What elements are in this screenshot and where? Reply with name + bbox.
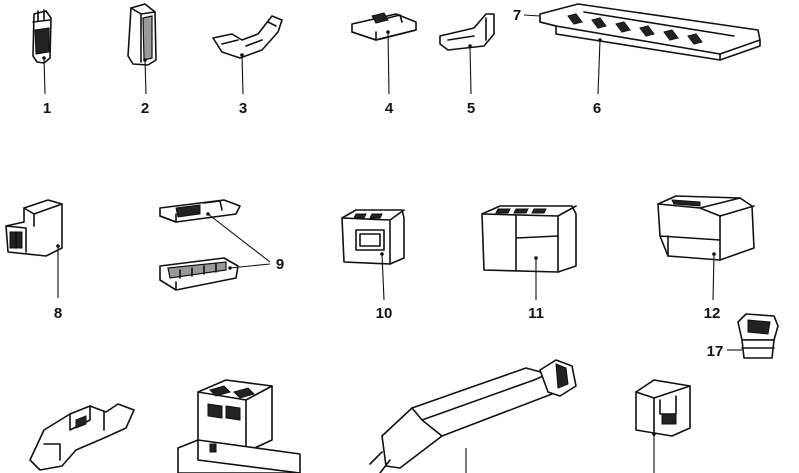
part-four-pin-socket[interactable] bbox=[177, 379, 301, 473]
callout-1: 1 bbox=[43, 100, 51, 117]
part-17-switch-socket[interactable] bbox=[727, 313, 779, 359]
part-1-cylinder-plug[interactable] bbox=[32, 9, 52, 95]
callout-7: 7 bbox=[513, 7, 521, 24]
callout-9: 9 bbox=[276, 256, 284, 273]
callout-2: 2 bbox=[141, 100, 149, 117]
part-6-multipin-strip[interactable] bbox=[523, 3, 761, 95]
part-5-bent-clip[interactable] bbox=[439, 13, 495, 95]
part-3-crimp-terminal[interactable] bbox=[212, 15, 283, 95]
callout-17: 17 bbox=[707, 343, 724, 360]
callout-5: 5 bbox=[467, 100, 475, 117]
callout-3: 3 bbox=[239, 100, 247, 117]
part-8-angled-plug[interactable] bbox=[5, 199, 63, 298]
callout-11: 11 bbox=[528, 305, 544, 322]
callout-8: 8 bbox=[54, 305, 62, 322]
part-bracket-latch[interactable] bbox=[29, 403, 135, 471]
part-10-small-block[interactable] bbox=[341, 209, 405, 301]
part-4-terminal-carrier[interactable] bbox=[351, 12, 417, 95]
part-u-holder[interactable] bbox=[635, 379, 691, 473]
callout-12: 12 bbox=[704, 305, 721, 322]
callout-6: 6 bbox=[593, 100, 601, 117]
callout-4: 4 bbox=[385, 100, 394, 117]
part-2-pin-housing[interactable] bbox=[127, 3, 157, 95]
part-12-stepped-housing[interactable] bbox=[657, 195, 755, 301]
part-inline-connector[interactable] bbox=[369, 359, 577, 473]
callout-10: 10 bbox=[376, 305, 393, 322]
part-11-large-block[interactable] bbox=[481, 205, 577, 300]
part-9-terminal-housings[interactable] bbox=[159, 199, 271, 291]
